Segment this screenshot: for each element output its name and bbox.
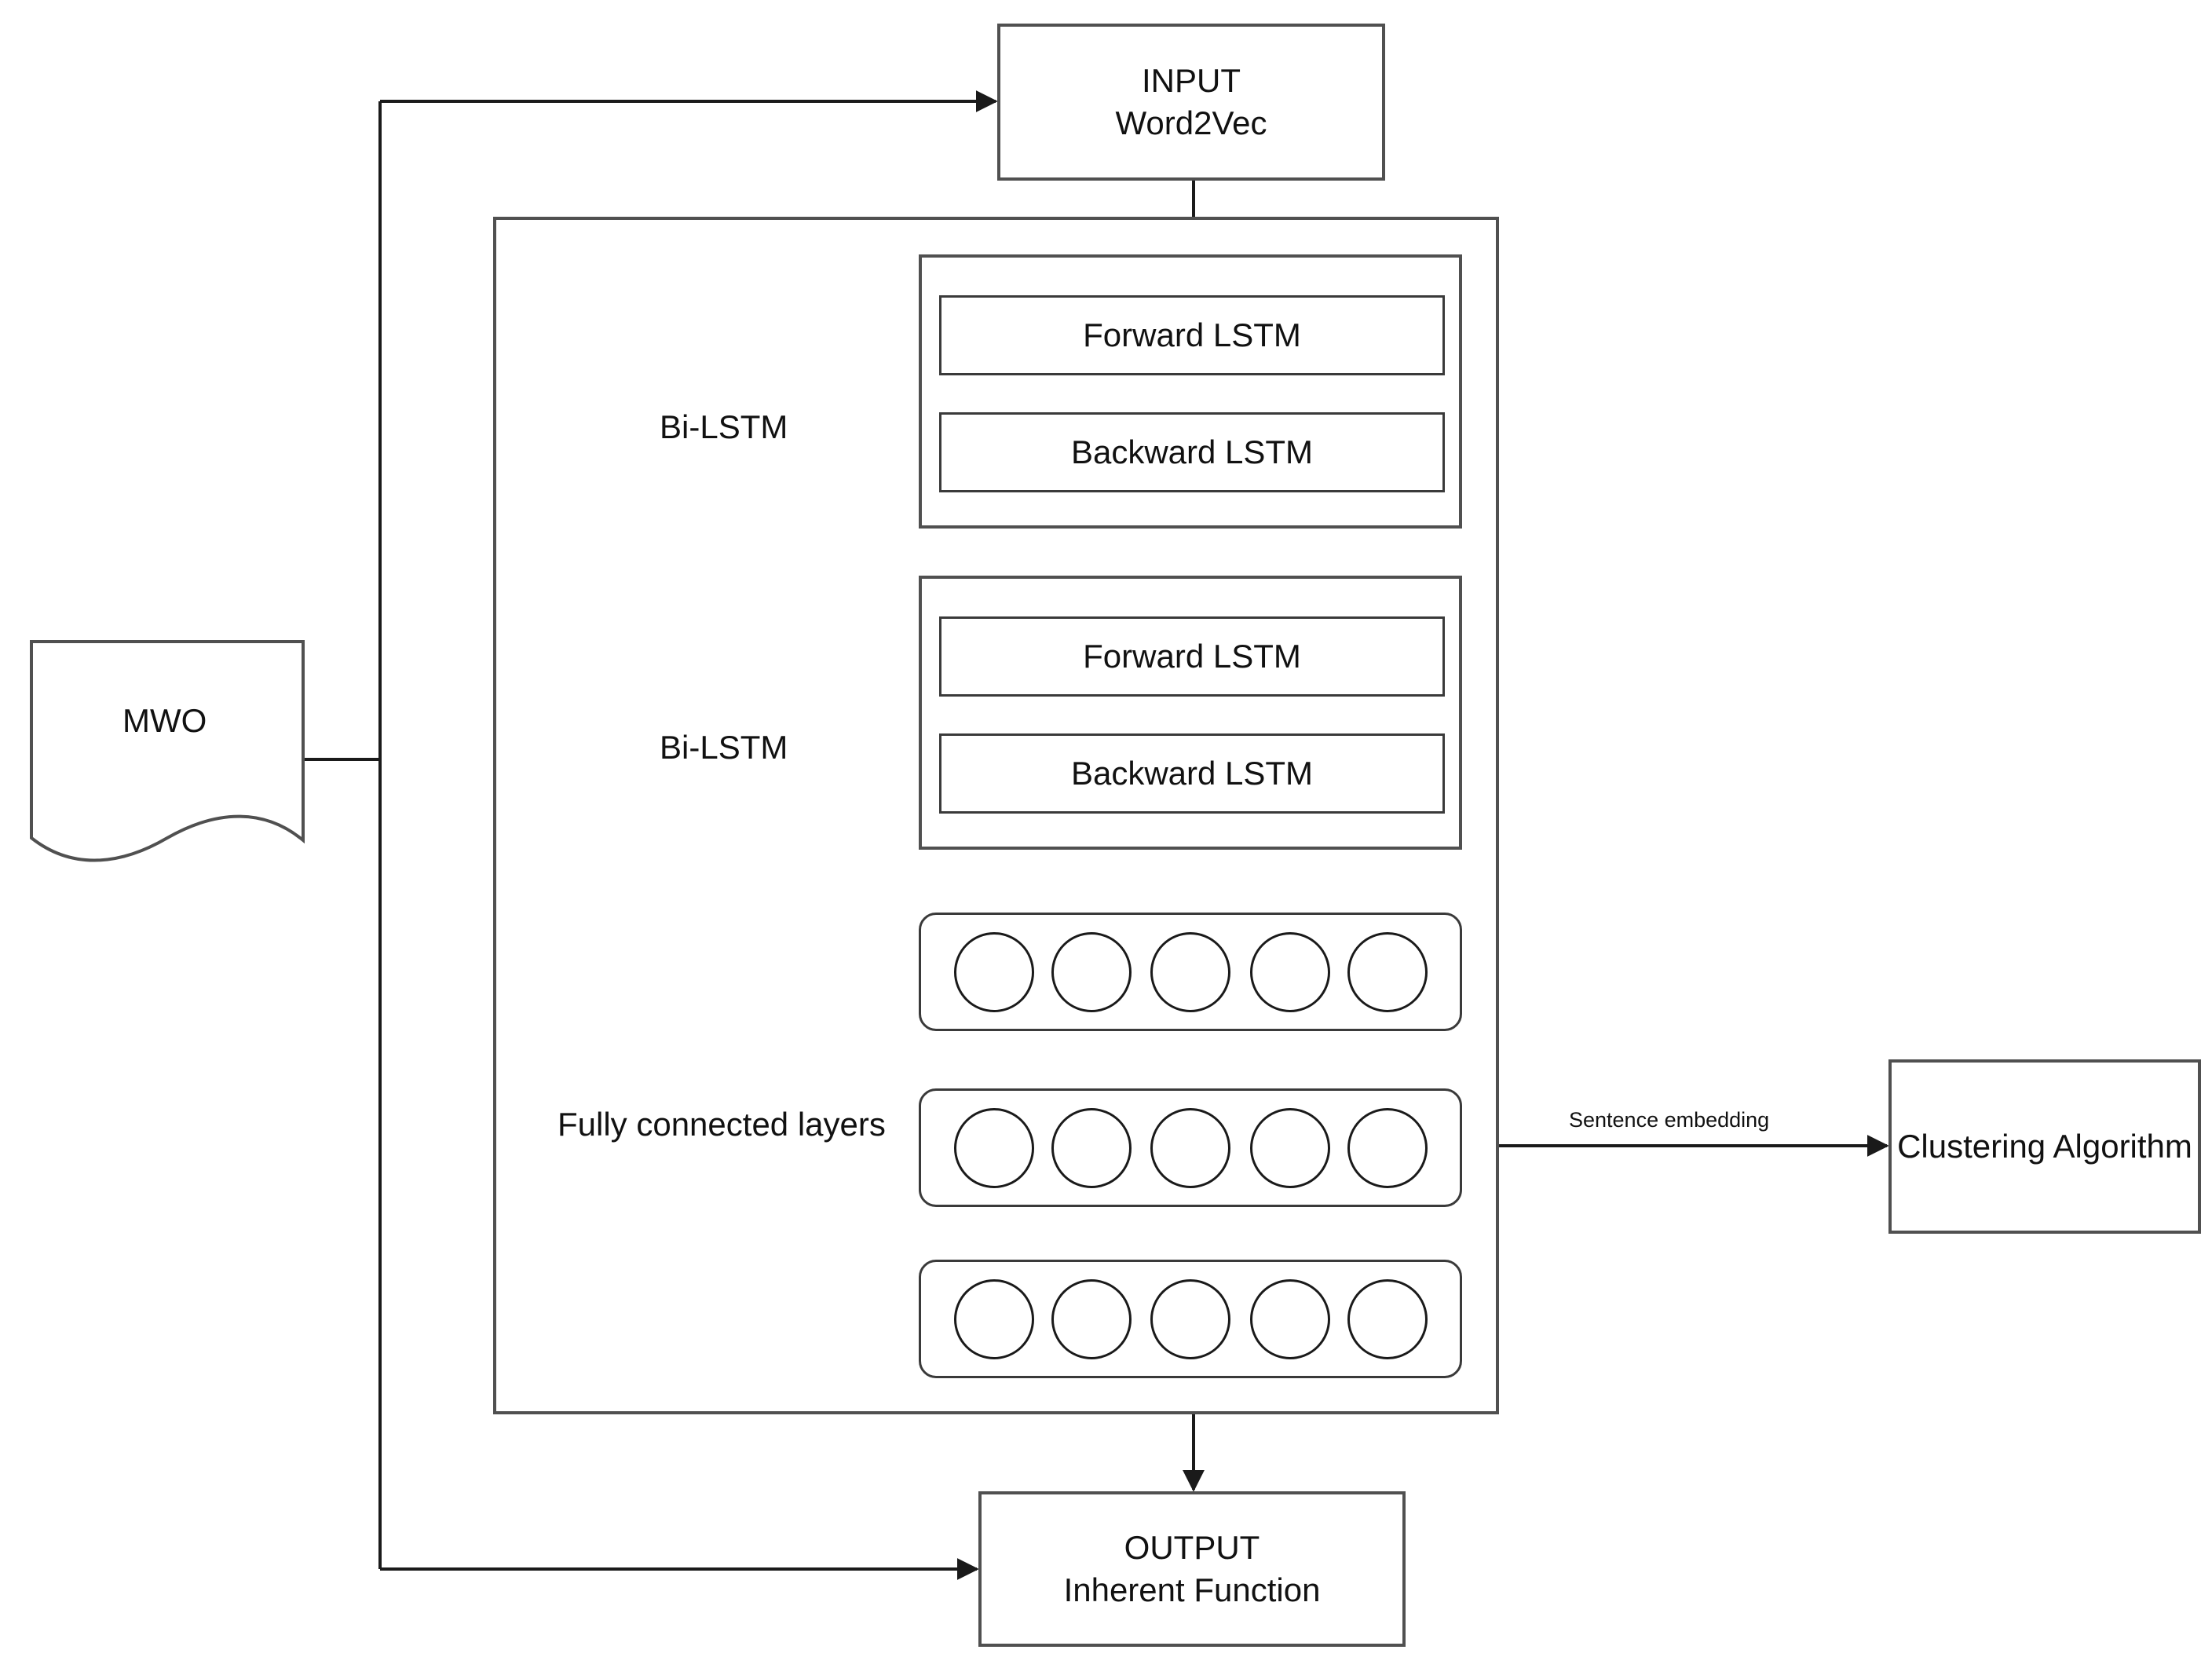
bilstm-label-1: Bi-LSTM (660, 408, 788, 445)
neuron-node (1347, 1279, 1428, 1359)
neuron-node (954, 1279, 1034, 1359)
neuron-node (1347, 1108, 1428, 1188)
neuron-node (1250, 1279, 1330, 1359)
backward-lstm-1: Backward LSTM (939, 412, 1445, 492)
forward-lstm-2: Forward LSTM (939, 616, 1445, 697)
bilstm-label-2: Bi-LSTM (660, 729, 788, 766)
neuron-node (1250, 932, 1330, 1012)
neuron-node (1051, 1108, 1132, 1188)
neuron-node (1150, 1279, 1230, 1359)
input-subtitle: Word2Vec (1115, 104, 1267, 141)
neuron-node (1250, 1108, 1330, 1188)
input-box: INPUT Word2Vec (997, 24, 1385, 181)
neuron-node (1051, 1279, 1132, 1359)
output-subtitle: Inherent Function (1063, 1571, 1321, 1608)
backward-lstm-2: Backward LSTM (939, 733, 1445, 814)
fc-label: Fully connected layers (558, 1106, 886, 1143)
mwo-label: MWO (122, 702, 207, 739)
clustering-label: Clustering Algorithm (1897, 1128, 2192, 1165)
neuron-node (954, 1108, 1034, 1188)
neuron-node (1150, 932, 1230, 1012)
forward-lstm-1: Forward LSTM (939, 295, 1445, 375)
neuron-node (1150, 1108, 1230, 1188)
fc-layer-1 (919, 913, 1462, 1031)
clustering-box: Clustering Algorithm (1888, 1059, 2201, 1234)
mwo-document-shape (30, 640, 305, 862)
neuron-node (954, 932, 1034, 1012)
output-box: OUTPUT Inherent Function (978, 1491, 1406, 1647)
fc-layer-3 (919, 1260, 1462, 1378)
bilstm-block-1: Forward LSTM Backward LSTM (919, 254, 1462, 529)
neuron-node (1051, 932, 1132, 1012)
fc-layer-2 (919, 1088, 1462, 1207)
neuron-node (1347, 932, 1428, 1012)
input-title: INPUT (1142, 62, 1241, 99)
sentence-embedding-label: Sentence embedding (1569, 1108, 1770, 1132)
bilstm-block-2: Forward LSTM Backward LSTM (919, 576, 1462, 850)
output-title: OUTPUT (1124, 1529, 1260, 1566)
